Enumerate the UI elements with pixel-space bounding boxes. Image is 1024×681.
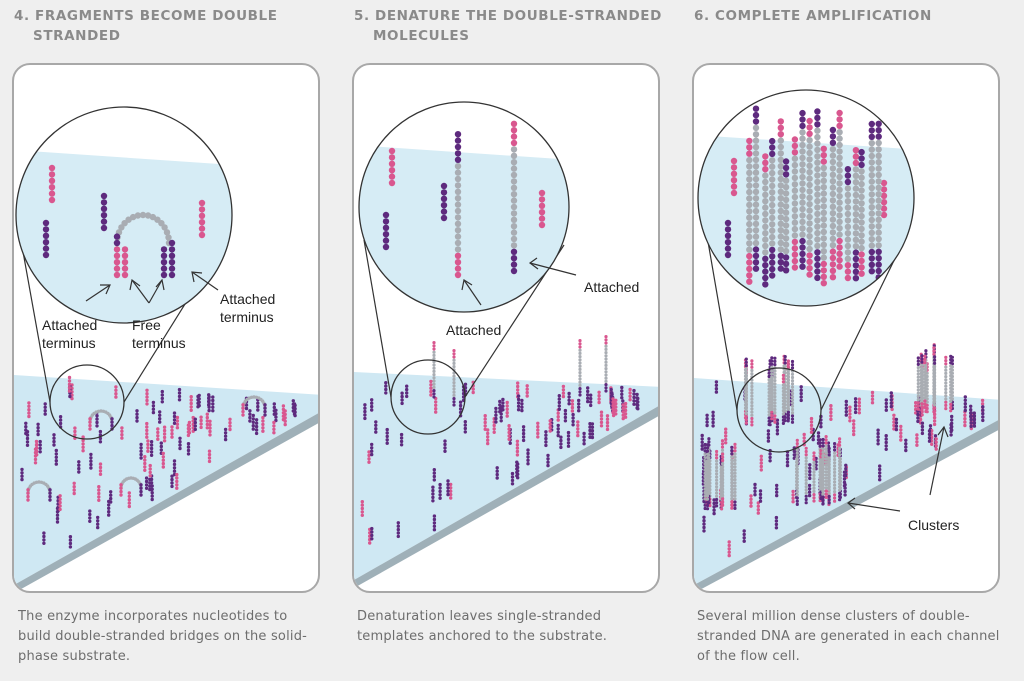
step-4-title: 4. FRAGMENTS BECOME DOUBLE STRANDED xyxy=(14,6,278,46)
label-arrows xyxy=(85,271,219,304)
caption-line: build double-stranded bridges on the sol… xyxy=(18,629,308,644)
caption-line: stranded DNA are generated in each chann… xyxy=(697,629,1000,644)
substrate-edge xyxy=(354,406,658,588)
caption-line: of the flow cell. xyxy=(697,649,800,664)
step-4-caption: The enzyme incorporates nucleotides to b… xyxy=(18,607,338,667)
magnified-strands xyxy=(42,164,206,279)
step-6-title-line1: 6. COMPLETE AMPLIFICATION xyxy=(694,8,932,24)
substrate-edge xyxy=(694,420,998,591)
step-5-title-line2: MOLECULES xyxy=(373,28,470,44)
surface-strands xyxy=(700,380,985,558)
clusters-label: Clusters xyxy=(908,517,959,533)
step-5-illustration: Attached Attached xyxy=(354,101,658,588)
caption-line: templates anchored to the substrate. xyxy=(357,629,608,644)
zoom-line-left xyxy=(19,234,51,403)
step-6-title: 6. COMPLETE AMPLIFICATION xyxy=(694,6,932,26)
zoom-magnified-border xyxy=(358,101,570,313)
caption-line: Denaturation leaves single-stranded xyxy=(357,609,602,624)
attached-label-b: Attached xyxy=(584,279,639,295)
step-6-panel: Clusters xyxy=(692,63,1000,593)
step-4-title-line2: STRANDED xyxy=(33,28,121,44)
attached-terminus-label-l2: terminus xyxy=(42,335,96,351)
label-arrows xyxy=(847,425,949,512)
magnified-strands xyxy=(382,120,546,279)
zoom-line-left xyxy=(705,229,738,411)
caption-line: The enzyme incorporates nucleotides to xyxy=(18,609,288,624)
step-6-illustration: Clusters xyxy=(694,89,998,591)
step-6-caption: Several million dense clusters of double… xyxy=(697,607,1017,667)
zoom-magnified-border xyxy=(15,106,233,324)
attached-label-a: Attached xyxy=(446,322,501,338)
label-arrows xyxy=(461,257,577,306)
surface-clusters xyxy=(703,343,954,511)
step-4-panel: Attached terminus Free terminus Attached… xyxy=(12,63,320,593)
zoom-line-left xyxy=(363,239,392,398)
free-terminus-label-l1: Free xyxy=(132,317,161,333)
substrate-surface xyxy=(354,372,658,580)
magnified-cluster xyxy=(724,105,888,288)
step-5-title-line1: 5. DENATURE THE DOUBLE-STRANDED xyxy=(354,8,662,24)
step-5-title: 5. DENATURE THE DOUBLE-STRANDED MOLECULE… xyxy=(354,6,662,46)
step-5-caption: Denaturation leaves single-stranded temp… xyxy=(357,607,677,647)
zoom-line-right xyxy=(820,239,905,411)
step-4-illustration: Attached terminus Free terminus Attached… xyxy=(14,106,318,591)
caption-line: Several million dense clusters of double… xyxy=(697,609,970,624)
step-5-panel: Attached Attached xyxy=(352,63,660,593)
attached-terminus-label-l1: Attached xyxy=(42,317,97,333)
free-terminus-label-l2: terminus xyxy=(132,335,186,351)
step-4-title-line1: 4. FRAGMENTS BECOME DOUBLE xyxy=(14,8,278,24)
zoom-magnified-border xyxy=(697,89,915,307)
substrate-edge xyxy=(14,413,318,591)
surface-bridges xyxy=(26,395,267,502)
surface-strands xyxy=(360,335,640,545)
attached-terminus-2-label-l2: terminus xyxy=(220,309,274,325)
magnified-substrate xyxy=(16,150,232,323)
attached-terminus-2-label-l1: Attached xyxy=(220,291,275,307)
magnified-substrate xyxy=(359,145,569,312)
caption-line: phase substrate. xyxy=(18,649,131,664)
